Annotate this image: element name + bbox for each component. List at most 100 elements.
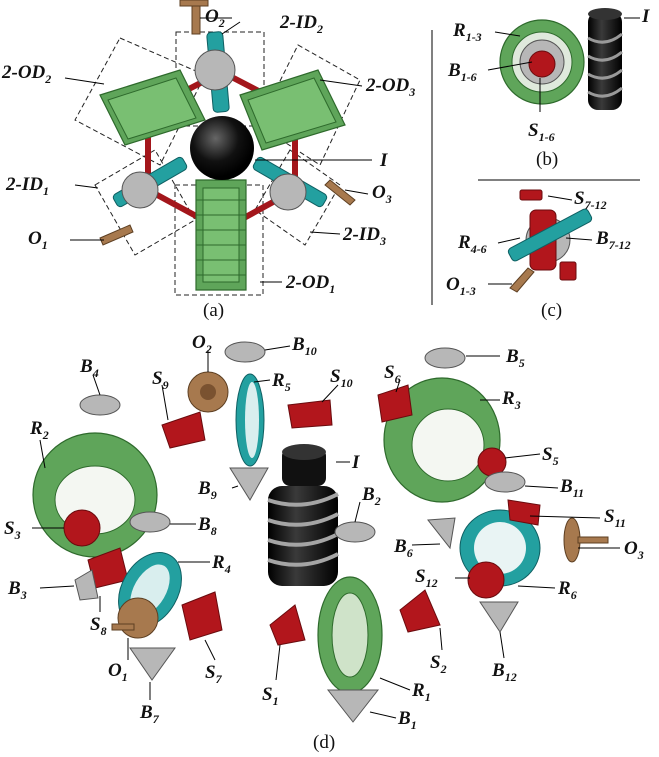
label-c-o13: O1-3	[446, 274, 476, 298]
bevel-a-left	[121, 171, 159, 209]
spur-s2	[399, 589, 441, 633]
label-d-r5: R5	[271, 370, 291, 394]
output-o3-a	[324, 179, 356, 206]
label-a-2od2: 2-OD2	[1, 62, 51, 86]
ring-gear-r3-inner	[411, 408, 485, 482]
caption-b: (b)	[536, 149, 558, 170]
teal-ring-r6-inner	[474, 522, 526, 574]
output-o1-a	[99, 224, 134, 246]
caption-c: (c)	[541, 300, 562, 321]
bevel-b1	[326, 689, 380, 723]
label-d-s12: S12	[415, 566, 438, 590]
bevel-b3	[74, 569, 99, 601]
label-d-o2: O2	[192, 332, 212, 356]
panel-c: S7-12 R4-6 B7-12 O1-3 (c)	[446, 188, 631, 321]
spur-s12	[467, 561, 505, 599]
spur-s6	[377, 384, 413, 423]
label-d-s9: S9	[152, 368, 169, 392]
box-2-id3	[254, 149, 341, 246]
teal-ring-r5-inner	[245, 382, 259, 458]
label-d-b11: B11	[559, 476, 584, 500]
bevel-a-right	[269, 173, 307, 211]
label-d-b3: B3	[7, 578, 27, 602]
label-d-b1: B1	[397, 708, 417, 732]
label-a-2id3: 2-ID3	[342, 224, 386, 248]
label-d-s1: S1	[262, 684, 279, 708]
label-a-2id1: 2-ID1	[5, 174, 49, 198]
label-d-b7: B7	[139, 702, 160, 726]
caption-d: (d)	[313, 732, 335, 753]
bevel-b4	[79, 394, 121, 416]
label-d-s11: S11	[604, 506, 626, 530]
bevel-b7	[129, 647, 176, 681]
worm-d	[267, 444, 339, 586]
label-d-r2: R2	[29, 418, 49, 442]
caption-a: (a)	[203, 300, 224, 321]
bevel-b6	[427, 517, 456, 550]
leaders-d	[32, 345, 620, 719]
label-a-2od3: 2-OD3	[365, 75, 415, 99]
label-b-i: I	[641, 6, 650, 27]
label-b-r13: R1-3	[452, 20, 482, 44]
teal-ring-c	[507, 208, 593, 262]
box-2-od2	[74, 37, 206, 166]
output-o3-shaft	[577, 536, 609, 544]
bevel-a-top	[194, 49, 236, 91]
label-c-b712: B7-12	[595, 228, 631, 252]
spur-s9	[161, 411, 206, 449]
label-d-s5: S5	[542, 444, 559, 468]
spur-s11	[507, 499, 541, 526]
spur-s7	[181, 591, 223, 641]
spur-s10	[287, 399, 333, 429]
bevel-b10	[224, 341, 266, 363]
spur-c-top	[519, 189, 543, 201]
ring-gear-od1	[195, 179, 247, 291]
bevel-b2	[334, 521, 376, 543]
label-d-o1: O1	[108, 660, 128, 684]
label-d-b9: B9	[197, 478, 217, 502]
label-a-2id2: 2-ID2	[279, 12, 323, 36]
label-d-b2: B2	[361, 484, 381, 508]
label-d-s8: S8	[90, 614, 107, 638]
label-a-o1: O1	[28, 228, 48, 252]
label-c-r46: R4-6	[457, 232, 487, 256]
label-d-r1: R1	[411, 680, 431, 704]
label-d-s7: S7	[205, 662, 223, 686]
bevel-b8	[129, 511, 171, 533]
label-d-r3: R3	[501, 388, 521, 412]
label-d-s2: S2	[430, 652, 447, 676]
label-d-b12: B12	[491, 660, 517, 684]
output-o2-a	[191, 0, 201, 35]
panel-a: O2 2-ID2 2-OD2 2-OD3 I 2-ID1 O3 O1 2-ID3…	[1, 0, 415, 321]
label-d-b6: B6	[393, 536, 413, 560]
label-d-b4: B4	[79, 356, 99, 380]
output-o1-shaft	[111, 623, 135, 631]
label-d-r6: R6	[557, 578, 577, 602]
spur-c-bottom	[559, 261, 577, 281]
ring-gear-od3	[239, 69, 346, 151]
label-d-s6: S6	[384, 362, 401, 386]
label-d-r4: R4	[211, 552, 231, 576]
worm-b	[587, 8, 623, 110]
panel-b: R1-3 I B1-6 S1-6 (b)	[447, 6, 650, 170]
spur-s1	[269, 604, 306, 646]
output-o2-cap	[179, 0, 209, 7]
label-a-o3: O3	[372, 182, 392, 206]
output-c	[509, 267, 535, 293]
label-d-s3: S3	[4, 518, 21, 542]
label-a-i: I	[379, 150, 388, 171]
bevel-b11	[484, 471, 526, 493]
spur-b	[528, 50, 556, 78]
label-a-o2: O2	[205, 6, 225, 30]
worm-a	[190, 116, 254, 180]
label-b-s16: S1-6	[528, 120, 555, 144]
panel-d: B4 O2 B10 B5 S9 R5 S10 S6 R3 R2 I S5 B9 …	[4, 332, 644, 753]
bevel-b9	[229, 467, 269, 501]
label-c-s712: S7-12	[574, 188, 607, 212]
output-o1-gear	[117, 597, 159, 639]
label-d-b10: B10	[291, 334, 317, 358]
output-o2-hub	[200, 384, 216, 400]
spur-s3	[63, 509, 101, 547]
label-d-o3: O3	[624, 538, 644, 562]
